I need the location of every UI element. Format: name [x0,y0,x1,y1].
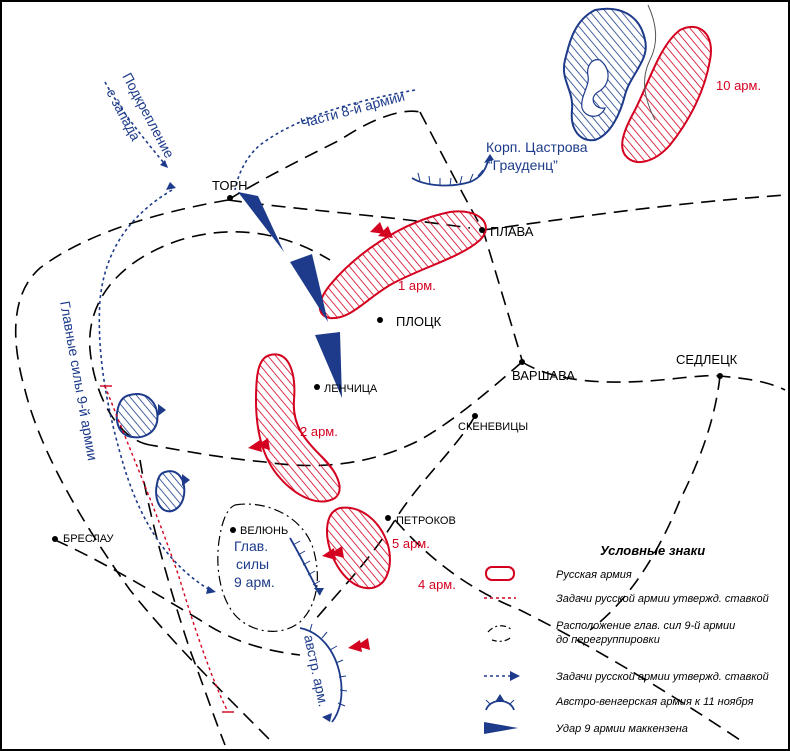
label-army-10: 10 арм. [716,78,761,93]
city-dots [52,195,723,542]
russian-5-army [326,506,391,590]
road-sedletsk-south [589,375,721,631]
label-main-3: 9 арм. [234,574,275,590]
city-plava: ПЛАВА [490,224,534,239]
legend-item-strike: Удар 9 армии маккензена [555,723,688,735]
label-army-2: 2 арм. [300,424,338,439]
front-9-army [289,537,321,596]
strike-2 [290,254,328,322]
russian-2-army [254,353,341,503]
label-main-2: силы [236,556,269,572]
river-line [644,4,657,121]
blue-arrowheads [158,154,494,722]
city-petrokov: ПЕТРОКОВ [396,515,456,527]
legend-item-blue-tasks: Задачи русской армии утвержд. ставкой [556,671,769,683]
city-velyun: ВЕЛЮНЬ [240,525,288,537]
legend-symbol-austro-army [485,700,515,711]
label-main-1: Глав. [234,538,268,554]
german-river-shape [581,59,609,117]
road-torn-west [14,199,271,741]
label-corps-1: Корп. Цастрова [486,139,588,155]
german-routes [98,81,416,591]
label-parts-8-army: Части 8-й армии [299,88,407,131]
road-skenevitsy-south [314,415,476,621]
road-varshava-sedletsk [521,361,786,391]
front-ticks [292,169,484,707]
road-southwest-vertical [139,459,226,746]
army-10-area [562,4,712,164]
austro-front [299,627,343,723]
city-varshava: ВАРШАВА [512,368,575,383]
city-plotsk: ПЛОЦК [396,314,442,329]
legend-title: Условные знаки [600,543,705,558]
label-main-forces-9: Главные силы 9-й армии [57,300,101,462]
legend-item-main-forces-1: Расположение глав. сил 9-й армии [556,620,735,632]
road-torn-north [227,110,421,201]
city-lenchitsa: ЛЕНЧИЦА [324,383,378,395]
label-army-5: 5 арм. [392,536,430,551]
city-torn: ТОРН [212,178,248,193]
legend-item-russian-army: Русская армия [556,569,632,581]
city-skenevitsy: СКЕНЕВИЦЫ [458,421,528,433]
road-breslau-south [54,539,301,656]
label-army-4: 4 арм. [418,577,456,592]
legend-item-main-forces-2: до перегруппировки [556,634,660,646]
legend-symbol-strike [484,722,518,734]
city-breslau: БРЕСЛАУ [63,533,115,545]
graudenz-front [411,159,489,187]
german-blob-lower [155,470,186,513]
legend-symbol-main-forces [487,625,513,642]
german-blob-upper [115,393,159,439]
legend-symbol-russian-army [485,566,515,581]
strike-arrows [238,192,342,398]
road-plava-east [482,194,786,231]
label-corps-2: “Грауденц” [488,157,558,173]
russian-10-army [621,25,712,164]
russian-task-line [104,385,229,713]
road-petrokov-southeast [394,519,741,741]
route-parts-8-army [234,89,416,191]
strike-3 [315,332,342,398]
route-main-forces [98,189,211,591]
legend: Условные знаки Русская армия Задачи русс… [484,543,769,735]
road-varshava-southwest [149,361,523,467]
russian-arrows [248,222,393,652]
city-sedletsk: СЕДЛЕЦК [676,352,738,367]
russian-1-army [318,210,487,320]
legend-item-russian-tasks: Задачи русской армии утвержд. ставкой [556,593,769,605]
legend-item-austro-army: Австро-венгерская армия к 11 ноября [555,696,754,708]
strike-1 [238,192,284,252]
label-army-1: 1 арм. [398,278,436,293]
